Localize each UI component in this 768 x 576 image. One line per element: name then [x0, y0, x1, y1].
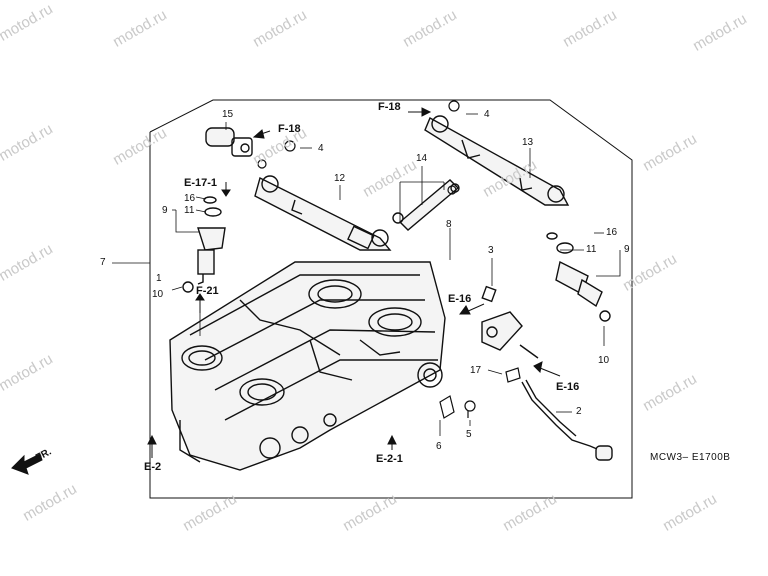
ref-e-2: E-2: [144, 461, 162, 473]
right-injector: [546, 232, 611, 322]
callout-3: 3: [488, 245, 494, 256]
callout-6: 6: [436, 441, 442, 452]
callout-4: 4: [318, 143, 324, 154]
callout-4: 4: [484, 109, 490, 120]
callout-1: 1: [156, 273, 162, 284]
ref-e-16: E-16: [556, 381, 580, 393]
ref-e-2-1: E-2-1: [376, 453, 403, 465]
throttle-body-image: [169, 261, 446, 471]
callout-2: 2: [576, 406, 582, 417]
callout-10: 10: [152, 289, 164, 300]
ref-f-21: F-21: [196, 285, 219, 297]
callout-16: 16: [184, 193, 196, 204]
diagram-code: MCW3– E1700B: [650, 452, 731, 463]
callout-12: 12: [334, 173, 346, 184]
callout-10: 10: [598, 355, 610, 366]
callout-13: 13: [522, 137, 534, 148]
throttle-sensor: [481, 285, 539, 359]
assembly-frame: [149, 99, 633, 499]
callout-9: 9: [624, 244, 630, 255]
left-injector: [182, 196, 226, 293]
callout-15: 15: [222, 109, 234, 120]
left-fuel-rail: [254, 175, 392, 251]
callout-14: 14: [416, 153, 428, 164]
callout-9: 9: [162, 205, 168, 216]
ref-f-18: F-18: [378, 101, 401, 113]
right-fuel-rail: [424, 115, 570, 206]
ref-e-17-1: E-17-1: [184, 177, 218, 189]
pressure-regulator: [205, 127, 253, 157]
callout-11: 11: [184, 205, 195, 216]
ref-f-18: F-18: [278, 123, 301, 135]
callout-7: 7: [100, 257, 106, 268]
reference-arrows: [147, 107, 561, 458]
callout-16: 16: [606, 227, 618, 238]
callout-11: 11: [586, 244, 597, 255]
callout-5: 5: [466, 429, 472, 440]
small-parts: [257, 100, 521, 419]
callout-17: 17: [470, 365, 482, 376]
ref-e-16: E-16: [448, 293, 472, 305]
leader-lines: [112, 113, 621, 450]
callout-8: 8: [446, 219, 452, 230]
front-direction-arrow: [11, 453, 43, 475]
sub-harness: [521, 379, 613, 461]
joint-pipe: [392, 179, 460, 231]
